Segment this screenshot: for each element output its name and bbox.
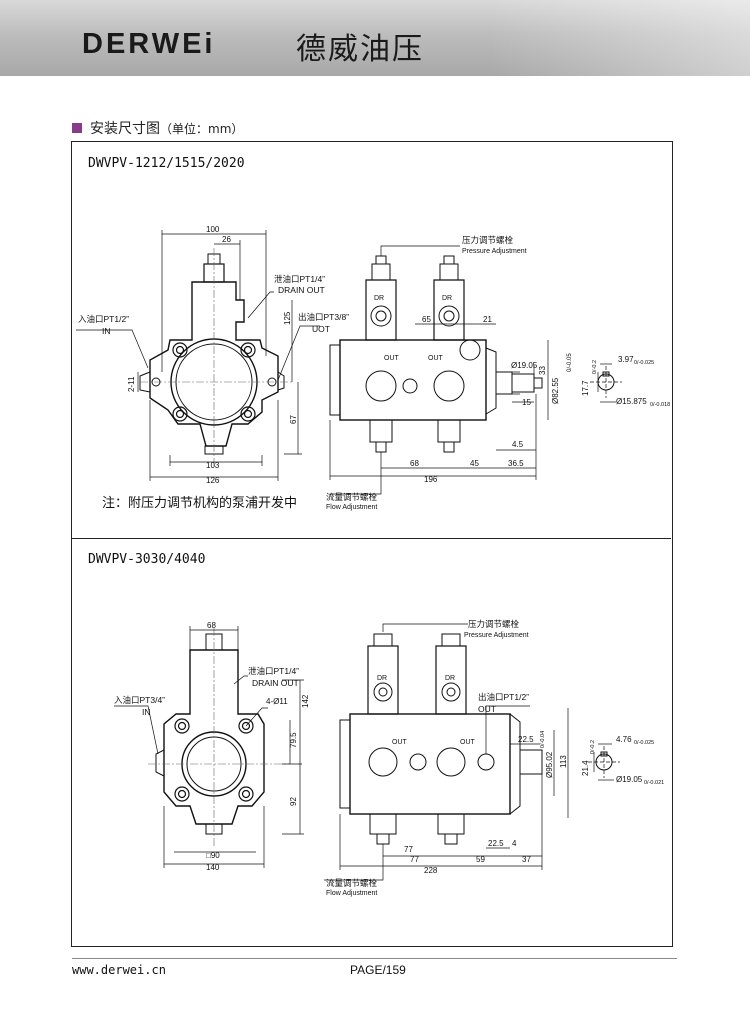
dim-2-11: 2-11 — [127, 376, 136, 392]
dim-125: 125 — [283, 311, 292, 325]
dim-26: 26 — [222, 235, 231, 244]
inlet-label-2: 入油口PT3/4” — [114, 695, 165, 705]
dim-3-97-tol: 0/-0.025 — [634, 360, 654, 366]
dr-label-2: DR — [442, 295, 452, 302]
dim-4: 4 — [512, 839, 517, 848]
dim-95-02-tol: 0/-0.04 — [540, 731, 546, 748]
footer-divider — [72, 958, 677, 959]
dim-19-05: Ø19.05 — [616, 775, 643, 784]
dim-4-5: 4.5 — [512, 440, 524, 449]
drain-label-2: 泄油口PT1/4” — [248, 666, 299, 676]
pressure-label-cn-2: 压力调节螺栓 — [468, 619, 520, 629]
dim-45: 45 — [470, 459, 479, 468]
outlet-out-label: UOT — [312, 324, 330, 334]
dim-92: 92 — [289, 797, 298, 806]
drain-out-label: DRAIN OUT — [278, 285, 325, 295]
dim-142: 142 — [301, 694, 310, 708]
brand-logo: DERWEi — [82, 28, 216, 60]
section-unit: （单位：mm） — [160, 122, 244, 136]
dim-3-97: 3.97 — [618, 355, 634, 364]
dim-67: 67 — [289, 415, 298, 424]
out-label-4: OUT — [460, 739, 476, 746]
header-shade — [490, 0, 750, 76]
outlet-out-label-2: OUT — [478, 704, 496, 714]
dim-77-a: 77 — [404, 845, 413, 854]
outlet-label: 出油口PT3/8” — [298, 312, 349, 322]
drain-label: 泄油口PT1/4” — [274, 274, 325, 284]
footer-url: www.derwei.cn — [72, 963, 166, 977]
model-label-2: DWVPV-3030/4040 — [88, 552, 206, 567]
model-label-1: DWVPV-1212/1515/2020 — [88, 156, 245, 171]
outlet-label-2: 出油口PT1/2” — [478, 692, 529, 702]
dim-126: 126 — [206, 476, 220, 485]
dim-19-05-tol: 0/-0.021 — [644, 780, 664, 786]
flow-label-cn: 流量调节螺栓 — [326, 492, 378, 502]
inlet-label: 入油口PT1/2” — [78, 314, 129, 324]
dim-77-b: 77 — [410, 855, 419, 864]
drain-out-label-2: DRAIN OUT — [252, 678, 299, 688]
dim-22-5-top: 22.5 — [518, 735, 534, 744]
dim-15-875-tol: 0/-0.018 — [650, 402, 670, 408]
dim-4-76: 4.76 — [616, 735, 632, 744]
dim-17-7: 17.7 — [581, 380, 590, 396]
dim-21: 21 — [483, 315, 492, 324]
dim-228: 228 — [424, 866, 438, 875]
dim-103: 103 — [206, 461, 220, 470]
pressure-label-en: Pressure Adjustment — [462, 248, 527, 255]
pressure-label-cn: 压力调节螺栓 — [462, 235, 514, 245]
pressure-label-en-2: Pressure Adjustment — [464, 632, 529, 639]
out-label-2: OUT — [428, 355, 444, 362]
drawing-frame: DWVPV-1212/1515/2020 注：附压力调节机构的泵浦开发中 DWV… — [71, 141, 673, 947]
section-bullet-icon — [72, 123, 82, 133]
dr-label-1: DR — [374, 295, 384, 302]
dim-15-875: Ø15.875 — [616, 397, 647, 406]
dim-4-76-tol: 0/-0.025 — [634, 740, 654, 746]
section-title-text: 安装尺寸图 — [90, 121, 160, 137]
dim-79-5: 79.5 — [289, 732, 298, 748]
dim-59: 59 — [476, 855, 485, 864]
dim-95-02: Ø95.02 — [545, 751, 554, 778]
flow-label-en: Flow Adjustment — [326, 504, 377, 511]
dim-22-5-bottom: 22.5 — [488, 839, 504, 848]
dim-21-4-tol: 0/-0.2 — [590, 740, 596, 754]
dim-65: 65 — [422, 315, 431, 324]
page-header: DERWEi 德威油压 — [0, 0, 750, 76]
flow-label-en-2: Flow Adjustment — [326, 890, 377, 897]
frame-divider — [72, 538, 671, 539]
dim-68-top: 68 — [207, 621, 216, 630]
dr-label-4: DR — [445, 675, 455, 682]
dim-82-55-tol: 0/-0.05 — [567, 353, 573, 372]
dim-33: 33 — [538, 366, 547, 375]
dr-label-3: DR — [377, 675, 387, 682]
out-label-1: OUT — [384, 355, 400, 362]
footer-page-number: PAGE/159 — [350, 963, 406, 977]
dim-68: 68 — [410, 459, 419, 468]
inlet-in-label-2: IN — [142, 707, 151, 717]
out-label-3: OUT — [392, 739, 408, 746]
dim-21-4: 21.4 — [581, 760, 590, 776]
dim-196: 196 — [424, 475, 438, 484]
drawing-note: 注：附压力调节机构的泵浦开发中 — [102, 496, 298, 511]
dim-4-11: 4-Ø11 — [266, 697, 288, 706]
dim-100: 100 — [206, 225, 220, 234]
brand-name-cn: 德威油压 — [296, 32, 424, 67]
dim-82-55: Ø82.55 — [551, 377, 560, 404]
dim-19-05: Ø19.05 — [511, 361, 538, 370]
inlet-in-label: IN — [102, 326, 111, 336]
dim-15: 15 — [522, 398, 531, 407]
dim-113: 113 — [559, 755, 568, 768]
dim-140: 140 — [206, 863, 220, 872]
section-title: 安装尺寸图（单位：mm） — [72, 118, 243, 138]
flow-label-cn-2: 流量调节螺栓 — [326, 878, 378, 888]
dim-37: 37 — [522, 855, 531, 864]
dim-17-7-tol: 0/-0.2 — [592, 360, 598, 374]
dim-90: □90 — [206, 851, 220, 860]
dim-36-5: 36.5 — [508, 459, 524, 468]
